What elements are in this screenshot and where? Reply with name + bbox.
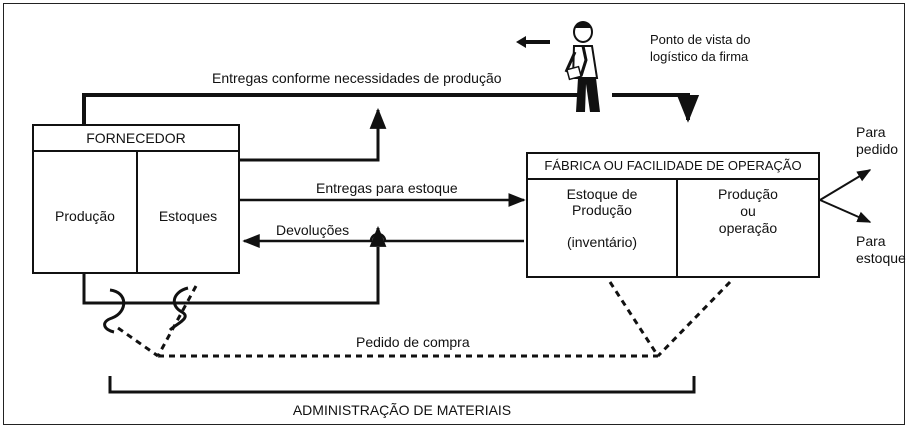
factory-title: FÁBRICA OU FACILIDADE DE OPERAÇÃO (528, 154, 818, 180)
output-stock-line (819, 199, 872, 223)
factory-stock-line2: Produção (572, 202, 632, 218)
factory-box: FÁBRICA OU FACILIDADE DE OPERAÇÃO Estoqu… (526, 152, 820, 278)
top-delivery-label: Entregas conforme necessidades de produç… (212, 70, 502, 86)
supplier-stock-label: Estoques (158, 208, 218, 224)
purchase-order-line (117, 280, 732, 358)
factory-stock-line3: (inventário) (566, 234, 638, 250)
viewpoint-line1: Ponto de vista do (650, 32, 751, 47)
supplier-title: FORNECEDOR (34, 126, 238, 152)
hop-curve-left (103, 288, 126, 334)
returns-label: Devoluções (276, 222, 350, 238)
factory-op-line1: Produção (718, 186, 778, 202)
viewpoint-line2: logístico da firma (650, 49, 749, 64)
arrow-left-icon (516, 36, 550, 48)
hop-curve-right (168, 286, 189, 332)
output-stock-line1: Para (856, 233, 886, 249)
output-order-line2: pedido (856, 141, 899, 157)
supplier-divider (136, 152, 138, 272)
stock-delivery-label: Entregas para estoque (316, 180, 458, 196)
bottom-loop-line (82, 228, 378, 305)
top-delivery-arrow (82, 95, 688, 124)
materials-label: ADMINISTRAÇÃO DE MATERIAIS (292, 402, 512, 418)
factory-op-line3: operação (718, 220, 778, 236)
factory-divider (676, 180, 678, 276)
supplier-box: FORNECEDOR Produção Estoques (32, 124, 240, 274)
diagram-frame (3, 3, 905, 425)
factory-stock-line1: Estoque de (566, 186, 638, 202)
purchase-order-label: Pedido de compra (356, 334, 470, 350)
person-icon (564, 21, 600, 112)
materials-bracket (108, 376, 696, 394)
supplier-up-arrow (240, 107, 387, 162)
output-order-line1: Para (856, 124, 886, 140)
output-stock-line2: estoque (856, 250, 906, 266)
output-order-line (819, 169, 872, 201)
supplier-production-label: Produção (55, 208, 115, 224)
factory-op-line2: ou (740, 203, 756, 219)
